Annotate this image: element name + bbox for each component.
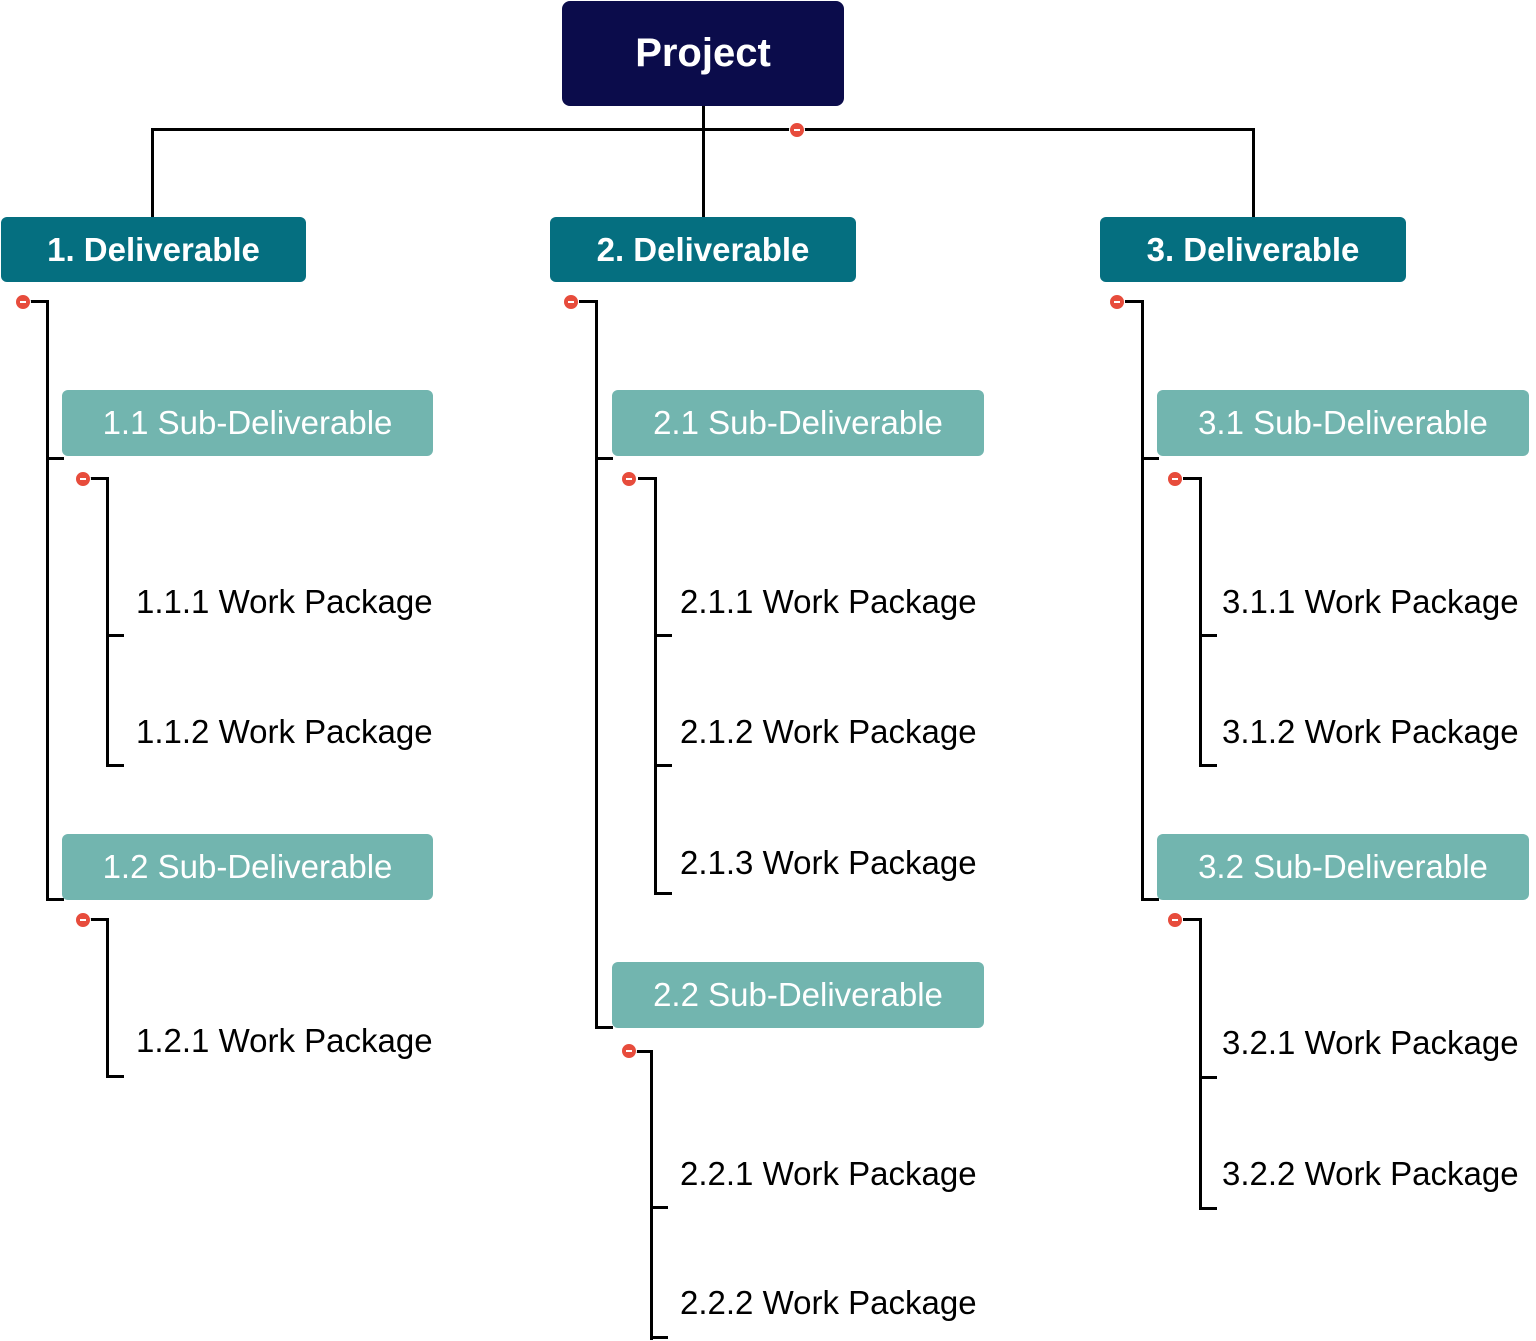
sub-deliverable-label: 2.1 Sub-Deliverable xyxy=(653,404,943,441)
s31-trunk xyxy=(1199,477,1202,767)
work-package-2-1-1[interactable]: 2.1.1 Work Package xyxy=(680,583,977,620)
sub-deliverable-node-1-1[interactable]: 1.1 Sub-Deliverable xyxy=(62,390,433,456)
collapse-s22-minus-circle-icon[interactable] xyxy=(621,1043,637,1059)
collapse-project-minus-circle-icon[interactable] xyxy=(789,122,805,138)
s31-branch-2 xyxy=(1199,764,1217,767)
deliverable-3-drop xyxy=(1252,128,1255,218)
s11-trunk xyxy=(106,477,109,767)
sub-deliverable-label: 3.2 Sub-Deliverable xyxy=(1198,848,1488,885)
deliverable-label: 2. Deliverable xyxy=(596,230,810,268)
work-package-2-2-1[interactable]: 2.2.1 Work Package xyxy=(680,1155,977,1192)
s11-branch-1 xyxy=(106,634,124,637)
collapse-d1-minus-circle-icon[interactable] xyxy=(15,294,31,310)
work-package-3-2-1[interactable]: 3.2.1 Work Package xyxy=(1222,1024,1519,1061)
s12-trunk xyxy=(106,918,109,1078)
collapse-s32-minus-circle-icon[interactable] xyxy=(1167,912,1183,928)
d1-branch-1 xyxy=(46,457,64,460)
s11-branch-2 xyxy=(106,764,124,767)
work-package-1-2-1[interactable]: 1.2.1 Work Package xyxy=(136,1022,433,1059)
work-package-3-1-1[interactable]: 3.1.1 Work Package xyxy=(1222,583,1519,620)
s22-trunk-cap xyxy=(634,1050,653,1053)
deliverable-1-drop xyxy=(151,128,154,218)
d3-trunk-cap xyxy=(1125,300,1144,303)
work-package-1-1-2[interactable]: 1.1.2 Work Package xyxy=(136,713,433,750)
d1-trunk-cap xyxy=(30,300,49,303)
s31-branch-1 xyxy=(1199,634,1217,637)
deliverable-node-3[interactable]: 3. Deliverable xyxy=(1100,217,1406,282)
collapse-s12-minus-circle-icon[interactable] xyxy=(75,912,91,928)
collapse-d3-minus-circle-icon[interactable] xyxy=(1109,294,1125,310)
sub-deliverable-label: 1.1 Sub-Deliverable xyxy=(102,404,393,441)
work-package-2-1-2[interactable]: 2.1.2 Work Package xyxy=(680,713,977,750)
s21-branch-3 xyxy=(654,892,672,895)
s32-branch-2 xyxy=(1199,1207,1217,1210)
d2-branch-1 xyxy=(595,457,613,460)
s32-trunk xyxy=(1199,918,1202,1210)
d3-trunk xyxy=(1141,300,1144,901)
s22-branch-1 xyxy=(650,1206,668,1209)
project-label: Project xyxy=(635,31,771,75)
collapse-s11-minus-circle-icon[interactable] xyxy=(75,471,91,487)
s21-trunk xyxy=(654,477,657,895)
d2-trunk xyxy=(595,300,598,1029)
sub-deliverable-label: 2.2 Sub-Deliverable xyxy=(653,976,943,1013)
project-node[interactable]: Project xyxy=(562,1,844,106)
d2-trunk-cap xyxy=(579,300,598,303)
s12-trunk-cap xyxy=(90,918,109,921)
sub-deliverable-node-1-2[interactable]: 1.2 Sub-Deliverable xyxy=(62,834,433,900)
sub-deliverable-label: 1.2 Sub-Deliverable xyxy=(102,848,393,885)
deliverable-label: 3. Deliverable xyxy=(1146,230,1360,268)
root-connector-stem xyxy=(702,105,705,130)
sub-deliverable-label: 3.1 Sub-Deliverable xyxy=(1198,404,1488,441)
sub-deliverable-node-2-2[interactable]: 2.2 Sub-Deliverable xyxy=(612,962,984,1028)
deliverable-node-1[interactable]: 1. Deliverable xyxy=(1,217,306,282)
work-package-2-2-2[interactable]: 2.2.2 Work Package xyxy=(680,1284,977,1321)
sub-deliverable-node-3-1[interactable]: 3.1 Sub-Deliverable xyxy=(1157,390,1529,456)
work-package-2-1-3[interactable]: 2.1.3 Work Package xyxy=(680,844,977,881)
s22-trunk xyxy=(650,1050,653,1340)
deliverable-label: 1. Deliverable xyxy=(47,230,260,268)
d2-branch-2 xyxy=(595,1026,613,1029)
s32-trunk-cap xyxy=(1183,918,1202,921)
s21-trunk-cap xyxy=(638,477,657,480)
d3-branch-2 xyxy=(1141,898,1159,901)
s22-branch-2 xyxy=(650,1336,668,1339)
d1-branch-2 xyxy=(46,898,64,901)
s12-branch-1 xyxy=(106,1075,124,1078)
d1-trunk xyxy=(46,300,49,901)
collapse-s31-minus-circle-icon[interactable] xyxy=(1167,471,1183,487)
s21-branch-2 xyxy=(654,764,672,767)
work-package-3-1-2[interactable]: 3.1.2 Work Package xyxy=(1222,713,1519,750)
collapse-d2-minus-circle-icon[interactable] xyxy=(563,294,579,310)
collapse-s21-minus-circle-icon[interactable] xyxy=(621,471,637,487)
d3-branch-1 xyxy=(1141,457,1159,460)
s21-branch-1 xyxy=(654,634,672,637)
s11-trunk-cap xyxy=(90,477,109,480)
work-package-3-2-2[interactable]: 3.2.2 Work Package xyxy=(1222,1155,1519,1192)
work-package-1-1-1[interactable]: 1.1.1 Work Package xyxy=(136,583,433,620)
deliverable-2-drop xyxy=(702,128,705,218)
deliverable-node-2[interactable]: 2. Deliverable xyxy=(550,217,856,282)
sub-deliverable-node-2-1[interactable]: 2.1 Sub-Deliverable xyxy=(612,390,984,456)
s32-branch-1 xyxy=(1199,1076,1217,1079)
s31-trunk-cap xyxy=(1183,477,1202,480)
sub-deliverable-node-3-2[interactable]: 3.2 Sub-Deliverable xyxy=(1157,834,1529,900)
